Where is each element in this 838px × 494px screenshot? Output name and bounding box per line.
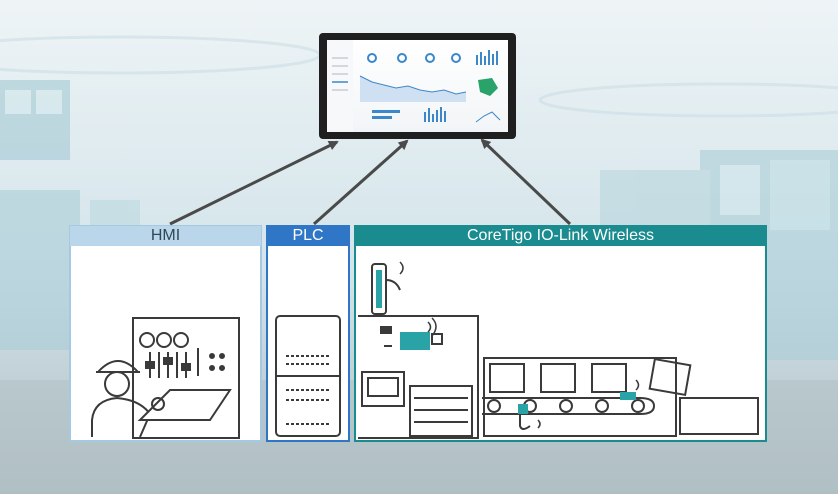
arrow-wireless-to-tablet	[480, 138, 572, 226]
conveyor-icon	[482, 357, 759, 437]
sensor-icon	[620, 392, 636, 400]
arrow-plc-to-tablet	[313, 139, 409, 226]
wireless-signal-icon	[427, 317, 640, 429]
hmi-panel	[69, 225, 262, 442]
plc-panel-title: PLC	[292, 227, 324, 244]
plc-panel	[266, 225, 350, 442]
wireless-panel-title: CoreTigo IO-Link Wireless	[466, 227, 654, 244]
machine-icon	[358, 315, 479, 439]
control-panel-icon	[132, 317, 240, 439]
arrow-hmi-to-tablet	[169, 140, 339, 226]
operator-icon	[91, 360, 151, 438]
io-link-master-icon	[371, 261, 404, 315]
io-device-cluster	[380, 326, 443, 350]
plc-cabinet-icon	[275, 315, 341, 437]
sensor-icon	[518, 404, 528, 414]
wireless-panel	[354, 225, 767, 442]
hmi-panel-title: HMI	[150, 227, 181, 244]
dashboard-tablet	[319, 33, 516, 139]
